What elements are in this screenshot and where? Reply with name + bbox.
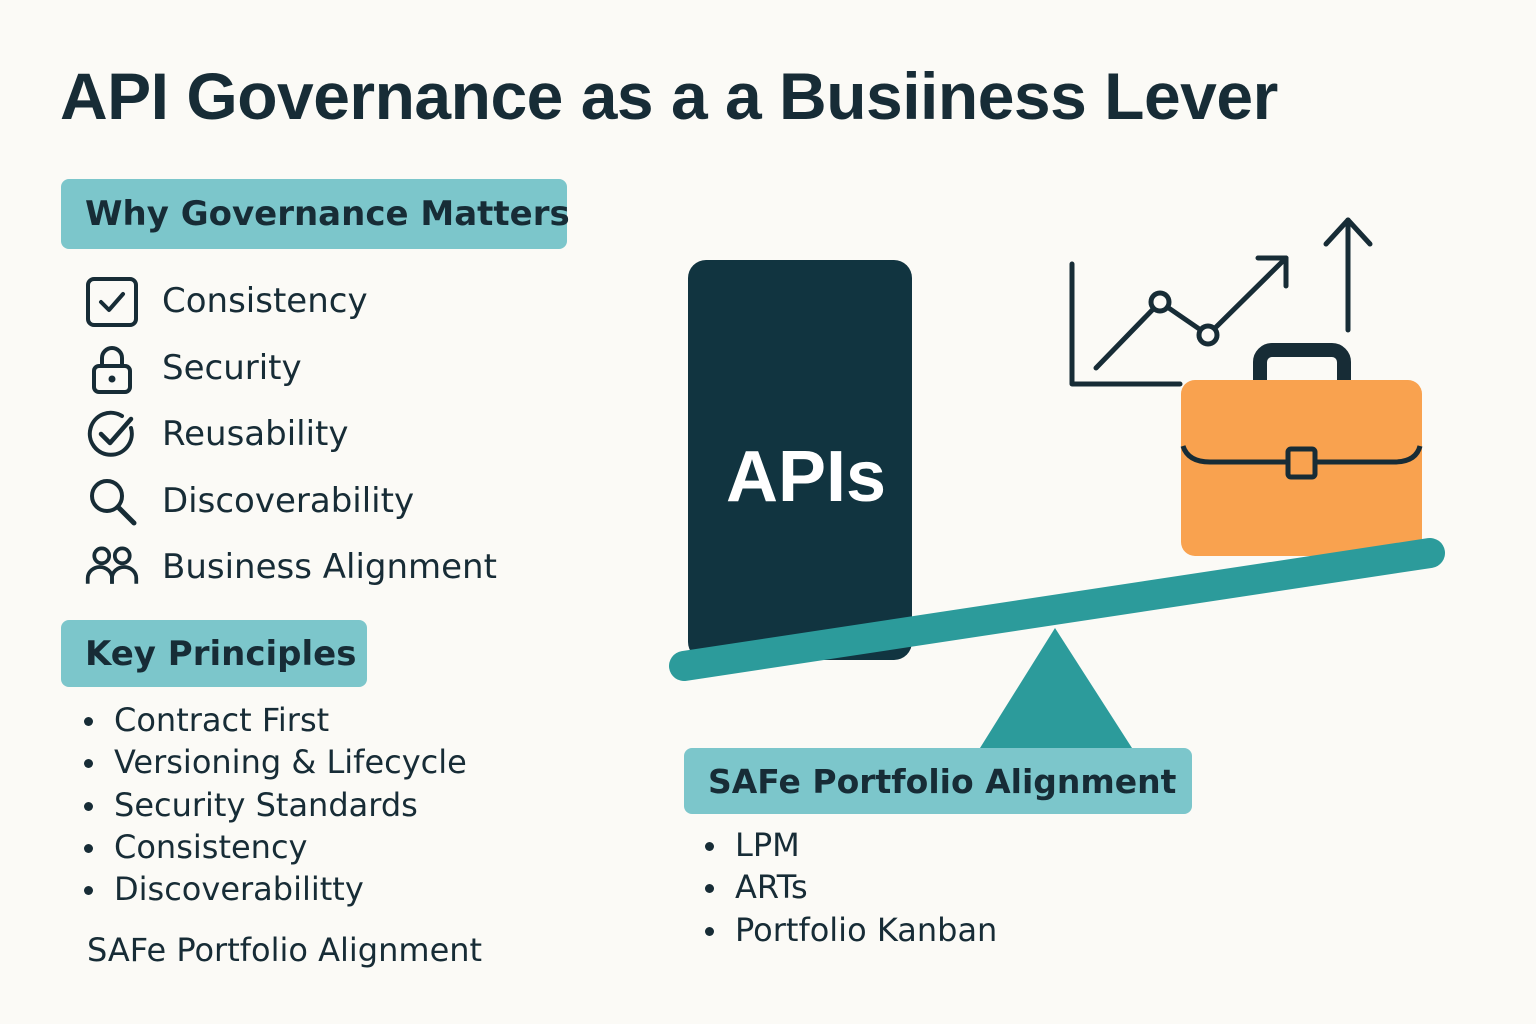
search-icon [84,473,140,529]
apis-label: APIs [725,437,887,517]
safe-portfolio-list: LPM ARTs Portfolio Kanban [705,824,997,951]
footer-note: SAFe Portfolio Alignment [87,931,483,969]
list-item: LPM [705,824,997,866]
why-item-label: Discoverability [162,480,415,521]
users-icon [84,539,140,595]
why-governance-list: Consistency Security Reusability Discove… [84,268,497,601]
key-principles-heading: Key Principles [61,620,367,687]
why-item-consistency: Consistency [84,268,368,335]
why-item-business-alignment: Business Alignment [84,534,497,601]
check-circle-icon [84,406,140,462]
seesaw-beam [669,538,1445,681]
why-item-reusability: Reusability [84,401,349,468]
briefcase-icon [1180,343,1423,556]
list-item: Discoverabilitty [84,868,467,910]
why-item-label: Security [162,347,302,388]
fulcrum [980,628,1132,748]
list-item: Portfolio Kanban [705,909,997,951]
key-principles-list: Contract First Versioning & Lifecycle Se… [84,699,467,910]
why-item-label: Reusability [162,414,349,455]
list-item: ARTs [705,866,997,908]
list-item: Security Standards [84,784,467,826]
list-item: Versioning & Lifecycle [84,741,467,783]
list-item: Consistency [84,826,467,868]
list-item: Contract First [84,699,467,741]
lock-icon [84,340,140,396]
checkbox-icon [84,273,140,329]
why-item-label: Consistency [162,281,368,322]
why-item-discoverability: Discoverability [84,468,414,535]
page-title: API Governance as a a Busiiness Lever [60,59,1278,133]
safe-portfolio-heading: SAFe Portfolio Alignment [684,748,1192,814]
why-governance-heading: Why Governance Matters [61,179,570,249]
why-item-label: Business Alignment [162,547,497,588]
growth-chart-icon [1069,217,1373,387]
api-block [688,260,912,660]
why-item-security: Security [84,335,302,402]
